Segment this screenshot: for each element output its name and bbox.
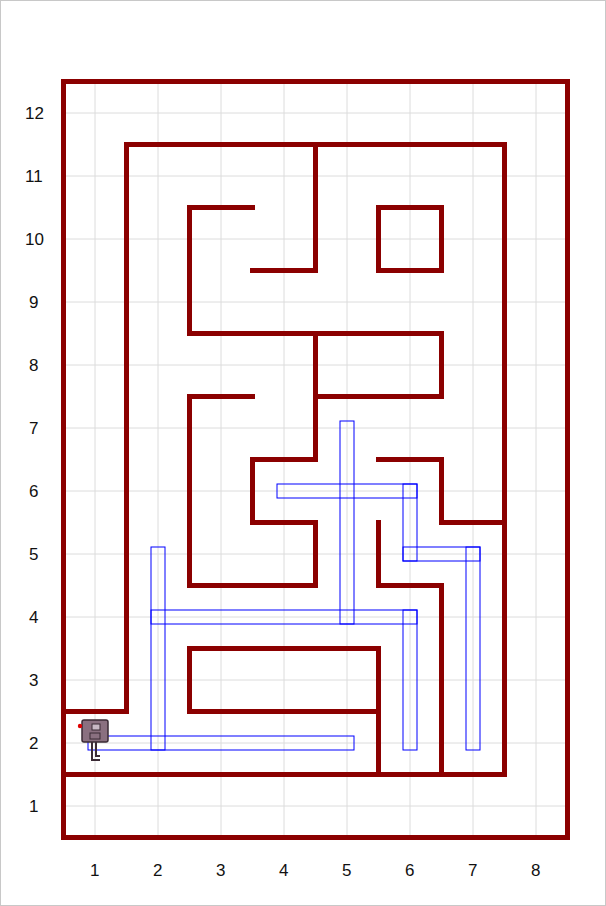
row-number: 1	[29, 798, 38, 815]
column-number: 7	[468, 862, 477, 879]
grid-lines	[64, 82, 568, 838]
column-number: 5	[342, 862, 351, 879]
column-number: 1	[90, 862, 99, 879]
row-number: 7	[29, 420, 38, 437]
row-number: 12	[25, 105, 44, 122]
row-number: 5	[29, 546, 38, 563]
row-number: 3	[29, 672, 38, 689]
row-number: 10	[25, 231, 44, 248]
row-number: 4	[29, 609, 38, 626]
maze-walls	[64, 82, 568, 838]
row-number: 11	[25, 168, 43, 185]
row-number: 2	[29, 735, 38, 752]
row-number: 8	[29, 357, 38, 374]
column-number: 6	[405, 862, 414, 879]
row-number: 6	[29, 483, 38, 500]
robot-icon	[78, 720, 108, 760]
column-number: 4	[279, 862, 288, 879]
column-number: 2	[153, 862, 162, 879]
column-number: 3	[216, 862, 225, 879]
row-number: 9	[29, 294, 38, 311]
column-number: 8	[531, 862, 540, 879]
